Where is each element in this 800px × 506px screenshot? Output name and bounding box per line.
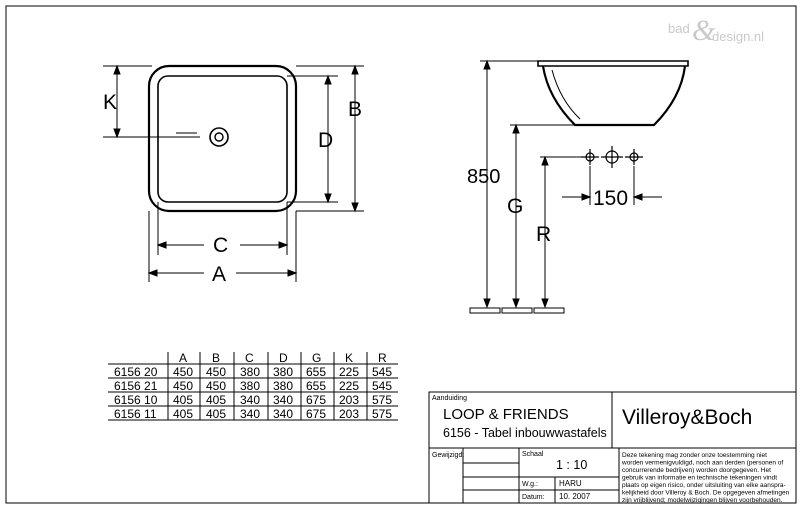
gewijzigd-label: Gewijzigd:	[432, 452, 464, 459]
dimension-k-label: K	[103, 91, 117, 114]
dimension-150	[562, 166, 662, 205]
product-title: LOOP & FRIENDS	[443, 406, 569, 423]
tap-holes	[581, 146, 643, 168]
brand-name: Villeroy&Boch	[622, 406, 752, 429]
svg-text:405: 405	[206, 407, 226, 421]
dimension-g	[512, 123, 520, 309]
svg-text:450: 450	[206, 365, 226, 379]
svg-text:340: 340	[240, 393, 260, 407]
dimension-a-label: A	[212, 263, 226, 286]
svg-text:405: 405	[173, 407, 193, 421]
dimension-d	[287, 74, 338, 204]
svg-text:450: 450	[173, 365, 193, 379]
dimension-table: A B C D G K R 6156 20 450 450 380 380 65…	[108, 351, 398, 421]
dimension-k	[103, 64, 200, 139]
svg-text:bad: bad	[668, 21, 690, 36]
table-row: 6156 21 450 450 380 380 655 225 545	[114, 379, 392, 393]
svg-text:kelijkheid door Villeroy & Boc: kelijkheid door Villeroy & Boch. De opge…	[622, 490, 790, 497]
table-row: 6156 10 405 405 340 340 675 203 575	[114, 393, 392, 407]
svg-text:&: &	[692, 14, 716, 47]
svg-text:225: 225	[339, 365, 359, 379]
svg-text:plaats op eigen risico, onder: plaats op eigen risico, onder uitsluitin…	[622, 482, 786, 489]
table-header: K	[345, 351, 353, 365]
datum-label: Datum:	[522, 494, 545, 501]
schaal-label: Schaal	[522, 451, 544, 458]
wg-value: HARU	[559, 479, 582, 488]
svg-text:zijn vrijblijvend; modelwijzig: zijn vrijblijvend; modelwijzigingen blij…	[622, 497, 783, 504]
svg-text:6156 20: 6156 20	[114, 365, 158, 379]
svg-text:203: 203	[339, 393, 359, 407]
svg-text:6156 21: 6156 21	[114, 379, 158, 393]
wg-label: W.g.:	[522, 481, 538, 488]
svg-text:545: 545	[372, 379, 392, 393]
svg-text:380: 380	[240, 379, 260, 393]
svg-text:340: 340	[273, 407, 293, 421]
svg-text:575: 575	[372, 407, 392, 421]
watermark-logo: bad & design.nl	[668, 14, 764, 47]
aanduiding-label: Aanduiding	[432, 395, 467, 402]
svg-text:380: 380	[273, 379, 293, 393]
table-row: 6156 11 405 405 340 340 675 203 575	[114, 407, 392, 421]
svg-text:405: 405	[173, 393, 193, 407]
svg-text:concurrerende bedrijven) worde: concurrerende bedrijven) worden doorgege…	[622, 467, 771, 474]
svg-text:675: 675	[306, 407, 326, 421]
svg-text:203: 203	[339, 407, 359, 421]
svg-text:380: 380	[273, 365, 293, 379]
table-header: R	[378, 351, 387, 365]
dimension-b-label: B	[348, 98, 362, 121]
basin-side-view	[537, 60, 689, 127]
disclaimer-text: Deze tekening mag zonder onze toestemmin…	[621, 452, 790, 504]
svg-text:225: 225	[339, 379, 359, 393]
floor-line	[469, 307, 565, 314]
svg-text:design.nl: design.nl	[712, 29, 764, 44]
dimension-850	[483, 59, 491, 309]
dimension-d-label: D	[318, 129, 333, 152]
svg-text:545: 545	[372, 365, 392, 379]
svg-text:405: 405	[206, 393, 226, 407]
svg-text:gebruik van informatie en tech: gebruik van informatie en technische tek…	[622, 475, 777, 482]
title-block: Aanduiding LOOP & FRIENDS 6156 - Tabel i…	[428, 391, 797, 504]
dimension-c	[156, 202, 289, 255]
table-row: 6156 20 450 450 380 380 655 225 545	[114, 365, 392, 379]
table-header: C	[245, 351, 254, 365]
basin-top-view	[147, 64, 298, 213]
svg-text:worden vermenigvuldigd, noch a: worden vermenigvuldigd, noch aan derden …	[621, 460, 783, 467]
table-header: G	[312, 351, 321, 365]
dimension-g-label: G	[507, 195, 523, 218]
svg-text:450: 450	[173, 379, 193, 393]
dimension-r	[541, 155, 549, 309]
svg-text:340: 340	[273, 393, 293, 407]
product-subtitle: 6156 - Tabel inbouwwastafels	[443, 426, 607, 440]
svg-text:6156 10: 6156 10	[114, 393, 158, 407]
svg-text:655: 655	[306, 379, 326, 393]
svg-text:380: 380	[240, 365, 260, 379]
datum-value: 10. 2007	[559, 492, 591, 501]
svg-text:450: 450	[206, 379, 226, 393]
dimension-r-label: R	[536, 223, 551, 246]
table-header: D	[279, 351, 288, 365]
svg-text:340: 340	[240, 407, 260, 421]
table-header: A	[179, 351, 187, 365]
svg-text:655: 655	[306, 365, 326, 379]
svg-text:575: 575	[372, 393, 392, 407]
svg-text:675: 675	[306, 393, 326, 407]
svg-text:Deze tekening mag zonder onze: Deze tekening mag zonder onze toestemmin…	[622, 452, 767, 459]
dimension-a	[147, 211, 298, 282]
schaal-value: 1 : 10	[556, 458, 587, 472]
dimension-leaders	[480, 60, 581, 158]
dimension-c-label: C	[213, 234, 228, 257]
drawing-frame	[5, 5, 797, 504]
dimension-850-label: 850	[467, 166, 500, 188]
dimension-b	[296, 64, 364, 213]
table-header: B	[212, 351, 220, 365]
svg-text:6156 11: 6156 11	[114, 407, 157, 421]
dimension-150-label: 150	[593, 187, 628, 210]
